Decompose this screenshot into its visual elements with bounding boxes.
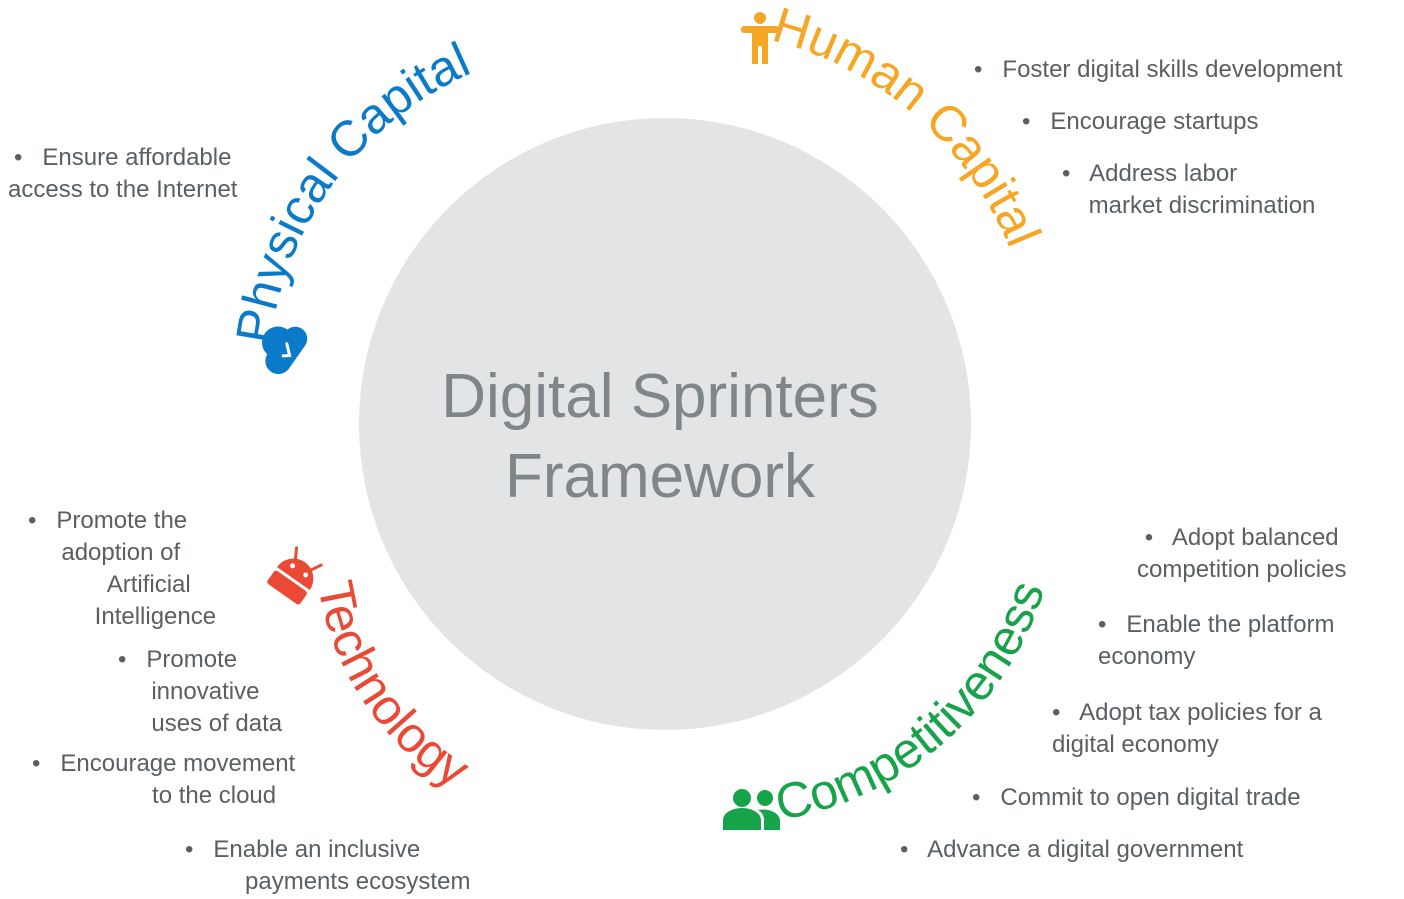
human-bullet-3: • Address labor market discrimination — [1062, 160, 1316, 219]
cloud-icon — [261, 326, 308, 375]
center-title-line-2: Framework — [505, 442, 816, 511]
competitiveness-bullet-1: • Adopt balanced competition policies — [1137, 524, 1347, 583]
technology-bullet-3: • Encourage movement to the cloud — [32, 750, 296, 809]
center-title-line-1: Digital Sprinters — [441, 362, 879, 431]
center-circle — [359, 118, 971, 730]
competitiveness-bullet-4: • Commit to open digital trade — [972, 784, 1301, 811]
competitiveness-bullet-5: • Advance a digital government — [900, 836, 1244, 863]
people-icon — [723, 789, 780, 830]
competitiveness-bullet-3: • Adopt tax policies for a digital econo… — [1052, 699, 1322, 758]
android-robot-icon — [267, 546, 323, 605]
human-bullet-2: • Encourage startups — [1022, 108, 1259, 135]
person-icon — [741, 12, 779, 64]
physical-bullet-1: • Ensure affordable access to the Intern… — [8, 144, 238, 203]
human-bullet-1: • Foster digital skills development — [974, 56, 1343, 83]
technology-bullet-4: • Enable an inclusive payments ecosystem — [185, 836, 471, 895]
technology-bullet-1: • Promote the adoption of Artificial Int… — [28, 507, 217, 630]
competitiveness-bullet-2: • Enable the platform economy — [1098, 611, 1335, 670]
technology-bullet-2: • Promote innovative uses of data — [118, 646, 283, 737]
